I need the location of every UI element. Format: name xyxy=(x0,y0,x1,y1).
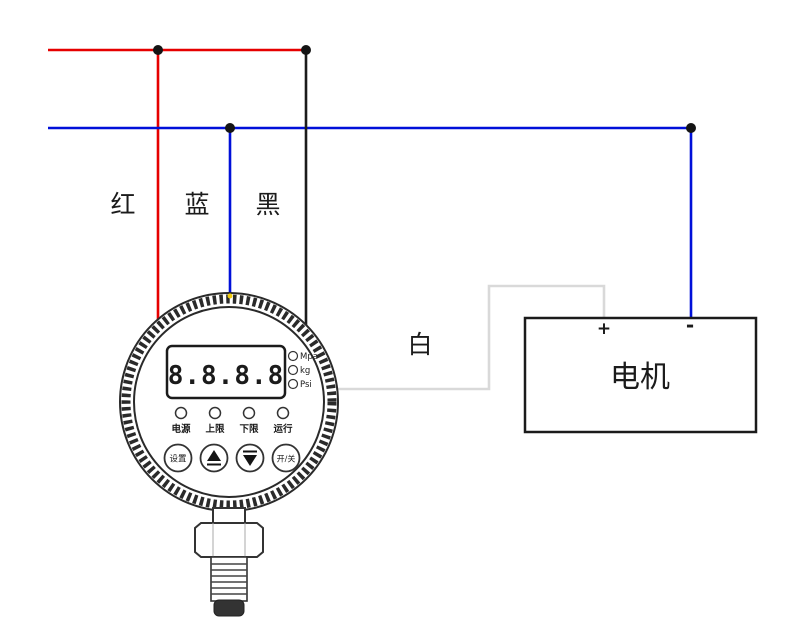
motor-plus-terminal: + xyxy=(597,319,611,339)
lcd-digits: 8.8.8.8 xyxy=(168,361,285,391)
triangle-down-icon xyxy=(243,455,257,466)
blue-wire-label: 蓝 xyxy=(184,190,209,219)
unit-lamp-psi xyxy=(287,378,299,390)
led-lower-limit xyxy=(242,406,256,420)
set-button-label: 设置 xyxy=(169,454,187,465)
led-label-upper-limit: 上限 xyxy=(205,423,225,435)
stem-tip xyxy=(213,599,245,617)
red-wire-label: 红 xyxy=(110,190,135,219)
led-running xyxy=(276,406,290,420)
white-wire-path xyxy=(335,284,606,391)
unit-label-mpa: Mpa xyxy=(300,352,318,362)
unit-lamp-kg xyxy=(287,364,299,376)
gauge-knurled-edge xyxy=(121,294,337,510)
junction-dot xyxy=(301,45,311,55)
led-label-lower-limit: 下限 xyxy=(239,424,259,435)
unit-label-kg: kg xyxy=(300,366,310,376)
pressure-switch: 8.8.8.8 Mpa kg Psi 电源 上限 下限 运行 设置 开/关 xyxy=(119,292,339,512)
junction-dot xyxy=(153,45,163,55)
power-button xyxy=(271,443,301,473)
power-button-label: 开/关 xyxy=(277,454,296,464)
connector-highlight xyxy=(227,293,233,299)
motor-box xyxy=(523,316,758,434)
fitting-neck xyxy=(212,507,246,524)
lcd-panel xyxy=(165,344,287,400)
unit-label-psi: Psi xyxy=(300,380,312,390)
white-wire-label: 白 xyxy=(407,330,432,359)
led-upper-limit xyxy=(208,406,222,420)
unit-lamp-mpa xyxy=(287,350,299,362)
led-label-power: 电源 xyxy=(171,423,191,435)
junction-dot xyxy=(686,123,696,133)
set-button xyxy=(163,443,193,473)
motor-label: 电机 xyxy=(610,360,670,395)
pressure-fitting xyxy=(194,507,264,617)
junction-dot xyxy=(225,123,235,133)
led-label-running: 运行 xyxy=(273,423,293,435)
black-wire-label: 黑 xyxy=(255,190,280,219)
hex-nut xyxy=(194,522,264,558)
triangle-up-icon xyxy=(207,450,221,461)
led-power xyxy=(174,406,188,420)
motor-minus-terminal: - xyxy=(686,313,694,337)
